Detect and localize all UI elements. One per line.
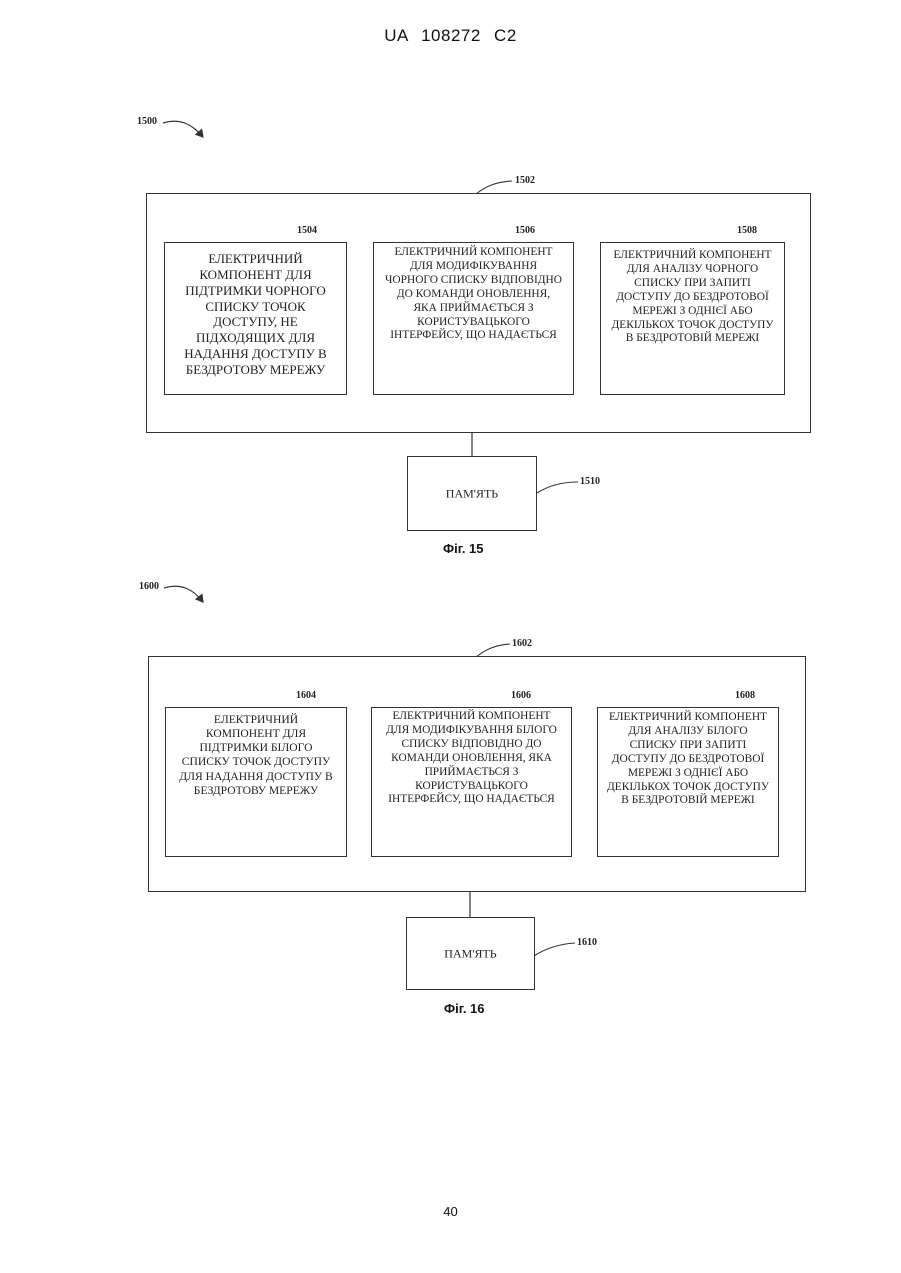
component-ref: 1608 bbox=[735, 690, 755, 701]
component-ref: 1604 bbox=[296, 690, 316, 701]
memory-1610-leader bbox=[534, 943, 575, 956]
component-ref: 1606 bbox=[511, 690, 531, 701]
figure-16-ref: 1600 bbox=[139, 581, 159, 592]
figure-16-pointer-arrow bbox=[164, 586, 203, 602]
figure-caption: Фіг. 16 bbox=[444, 1001, 485, 1016]
figure-16: 1600 1602 1604 ЕЛЕКТРИЧНИЙ КОМПОНЕНТ ДЛЯ… bbox=[0, 0, 901, 600]
component-text: ЕЛЕКТРИЧНИЙ КОМПОНЕНТ ДЛЯ АНАЛІЗУ БІЛОГО… bbox=[600, 711, 776, 808]
page-number: 40 bbox=[0, 1204, 901, 1219]
memory-ref: 1610 bbox=[577, 937, 597, 948]
component-text: ЕЛЕКТРИЧНИЙ КОМПОНЕНТ ДЛЯ ПІДТРИМКИ БІЛО… bbox=[168, 713, 344, 798]
outer-box-ref: 1602 bbox=[512, 638, 532, 649]
memory-box: ПАМ'ЯТЬ bbox=[406, 917, 535, 990]
component-text: ЕЛЕКТРИЧНИЙ КОМПОНЕНТ ДЛЯ МОДИФІКУВАННЯ … bbox=[374, 710, 569, 807]
memory-label: ПАМ'ЯТЬ bbox=[407, 946, 534, 961]
